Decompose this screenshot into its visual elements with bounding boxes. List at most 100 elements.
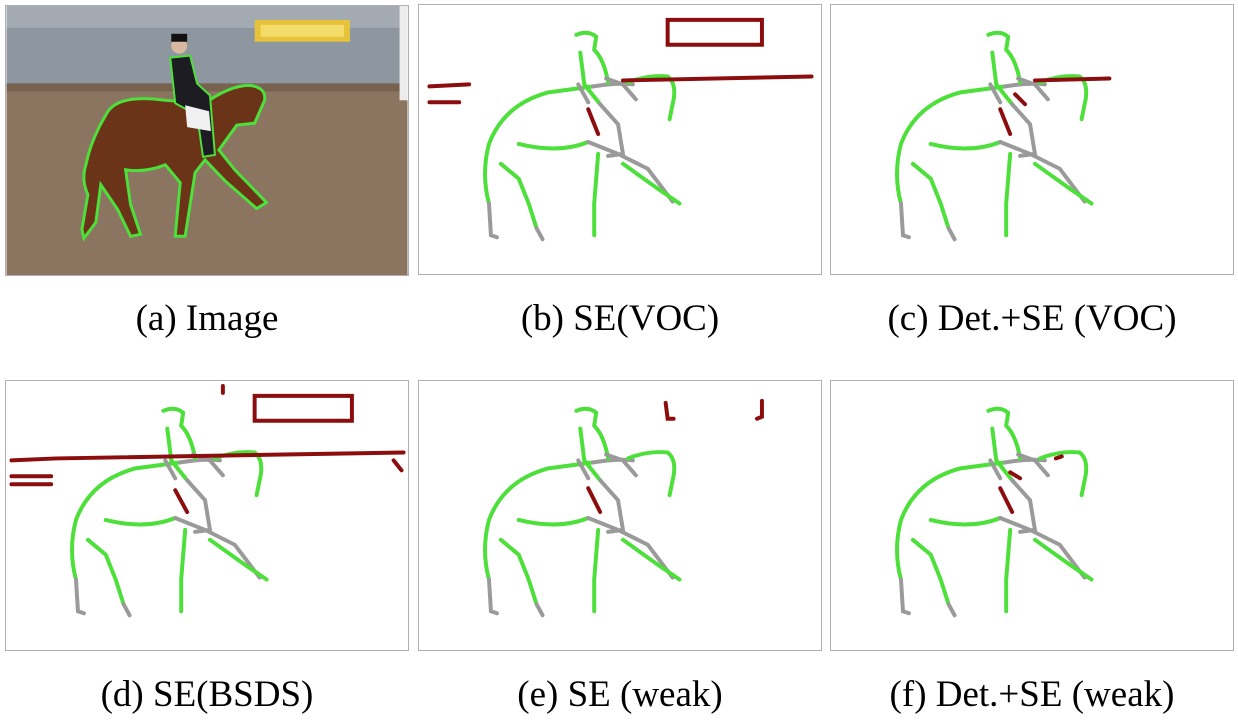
- silhouette-edge: [1003, 457, 1047, 465]
- false-positive-edge: [9, 450, 406, 463]
- panel-se-voc: [418, 4, 822, 275]
- silhouette-edge: [1004, 151, 1013, 238]
- panel-det-se-weak: [830, 380, 1234, 651]
- silhouette-edge: [179, 527, 188, 614]
- silhouette-edge: [898, 577, 911, 616]
- silhouette-edge: [576, 458, 591, 481]
- silhouette-edge: [1003, 81, 1047, 89]
- silhouette-edge: [910, 161, 951, 231]
- silhouette-edge: [516, 515, 591, 527]
- silhouette-edge: [178, 457, 222, 465]
- caption-d: (d) SE(BSDS): [100, 674, 314, 715]
- silhouette-edge: [85, 537, 126, 607]
- silhouette-edge: [592, 151, 601, 238]
- silhouette-edge: [998, 139, 1087, 204]
- silhouette-edge: [574, 30, 611, 85]
- edge-map-det-se-voc: [895, 30, 1112, 242]
- false-positive-edge: [663, 400, 676, 421]
- silhouette-edge: [1004, 527, 1013, 614]
- silhouette-edge: [173, 515, 262, 580]
- false-positive-edge: [586, 107, 601, 137]
- silhouette-edge: [998, 515, 1087, 580]
- silhouette-edge: [516, 139, 591, 151]
- silhouette-edge: [1032, 161, 1094, 206]
- silhouette-edge: [604, 452, 638, 478]
- silhouette-edge: [986, 406, 1023, 461]
- silhouette-edge: [576, 82, 591, 105]
- false-positive-edge: [173, 488, 190, 515]
- silhouette-edge: [586, 139, 675, 204]
- silhouette-edge: [946, 602, 957, 618]
- silhouette-edge: [121, 602, 132, 618]
- caption-f: (f) Det.+SE (weak): [889, 674, 1175, 715]
- silhouette-edge: [1010, 102, 1038, 158]
- false-positive-edge: [586, 486, 603, 515]
- panel-se-bsds: [5, 380, 409, 651]
- edge-map-se-weak: [483, 398, 764, 618]
- false-positive-edge: [620, 74, 814, 83]
- silhouette-edge: [990, 426, 1015, 483]
- silhouette-edge: [591, 81, 635, 89]
- silhouette-edge: [1016, 76, 1050, 102]
- silhouette-edge: [592, 527, 601, 614]
- silhouette-edge: [574, 406, 611, 461]
- silhouette-edge: [928, 515, 1003, 527]
- false-positive-edge: [1008, 470, 1023, 481]
- silhouette-edge: [620, 537, 682, 582]
- edge-map-det-se-weak: [895, 406, 1094, 618]
- horse-rider-photo: [6, 6, 408, 275]
- silhouette-edge: [163, 458, 178, 481]
- silhouette-edge: [604, 76, 638, 102]
- silhouette-edge: [534, 602, 545, 618]
- silhouette-edge: [207, 537, 269, 582]
- silhouette-edge: [895, 460, 1008, 582]
- silhouette-edge: [625, 450, 677, 498]
- caption-a: (a) Image: [135, 298, 279, 339]
- silhouette-edge: [486, 577, 499, 616]
- silhouette-edge: [591, 457, 635, 465]
- silhouette-edge: [73, 577, 86, 616]
- false-positive-edge: [1013, 92, 1028, 107]
- false-positive-edge: [1053, 454, 1064, 461]
- edge-map-se-voc: [427, 17, 814, 242]
- false-positive-edge: [391, 458, 404, 473]
- silhouette-edge: [185, 478, 213, 534]
- silhouette-edge: [70, 460, 183, 582]
- silhouette-edge: [483, 84, 596, 206]
- silhouette-edge: [895, 84, 1008, 206]
- edge-map-se-bsds: [9, 383, 406, 618]
- silhouette-edge: [161, 406, 198, 461]
- silhouette-edge: [598, 478, 626, 534]
- false-positive-edge: [427, 82, 472, 89]
- silhouette-edge: [578, 426, 603, 483]
- false-positive-edge: [998, 107, 1013, 137]
- false-positive-edge: [754, 398, 764, 421]
- false-positive-edge: [252, 393, 354, 423]
- panel-det-se-voc: [830, 4, 1234, 275]
- silhouette-edge: [103, 515, 178, 527]
- silhouette-edge: [988, 458, 1003, 481]
- false-positive-edge: [1032, 76, 1112, 83]
- caption-e: (e) SE (weak): [517, 674, 723, 715]
- silhouette-edge: [988, 82, 1003, 105]
- silhouette-edge: [946, 226, 957, 242]
- caption-b: (b) SE(VOC): [520, 298, 720, 339]
- silhouette-edge: [898, 201, 911, 240]
- panel-se-weak: [418, 380, 822, 651]
- silhouette-edge: [910, 537, 951, 607]
- silhouette-edge: [620, 161, 682, 206]
- silhouette-edge: [1037, 450, 1089, 498]
- silhouette-edge: [486, 201, 499, 240]
- silhouette-edge: [534, 226, 545, 242]
- silhouette-edge: [1010, 478, 1038, 534]
- panel-image: [5, 5, 409, 276]
- silhouette-edge: [990, 50, 1015, 107]
- silhouette-edge: [498, 537, 539, 607]
- silhouette-edge: [928, 139, 1003, 151]
- silhouette-edge: [598, 102, 626, 158]
- silhouette-edge: [586, 515, 675, 580]
- silhouette-edge: [1016, 452, 1050, 478]
- silhouette-edge: [578, 50, 603, 107]
- false-positive-edge: [665, 17, 764, 47]
- silhouette-edge: [483, 460, 596, 582]
